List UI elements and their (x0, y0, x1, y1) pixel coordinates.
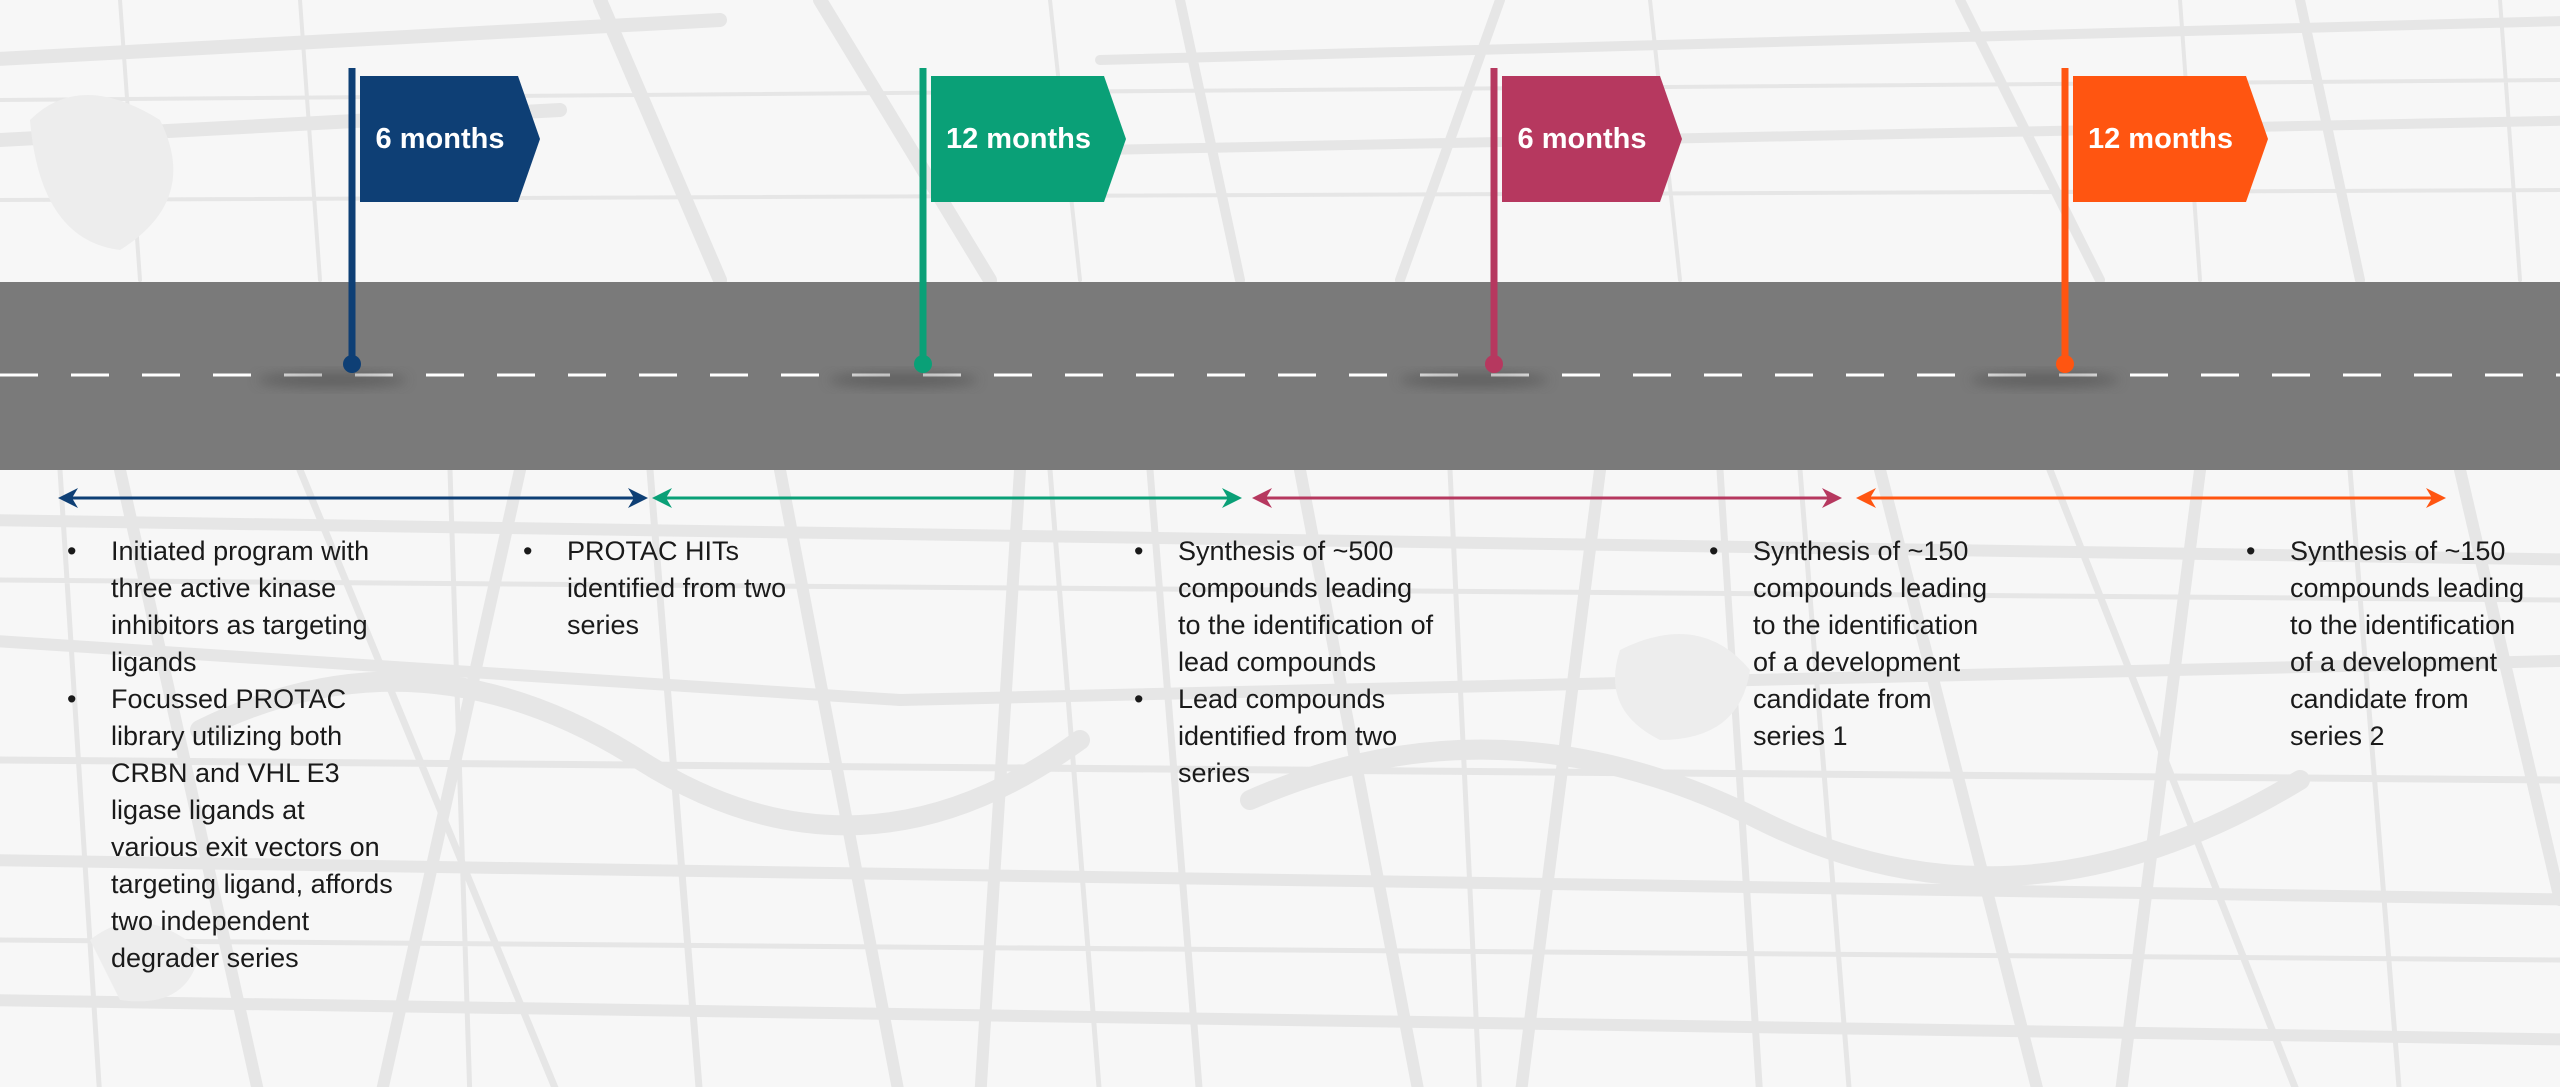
flag-pole-2 (919, 68, 927, 364)
pole-shadow-2 (828, 373, 978, 387)
flag-banner-4 (2073, 76, 2268, 202)
timeline-arrow-left-head-4 (1856, 488, 1876, 508)
pole-base-3 (1485, 355, 1503, 373)
list-item: •PROTAC HITs identified from two series (523, 536, 787, 640)
flag-label-phase-4: 12 months (2087, 123, 2234, 155)
timeline-arrow-right-head-3 (1822, 488, 1842, 508)
pole-base-1 (343, 355, 361, 373)
list-item: •Focussed PROTAC library utilizing both … (67, 684, 393, 973)
pole-shadow-1 (257, 373, 407, 387)
flag-banner-2 (931, 76, 1126, 202)
timeline-arrow-left-head-2 (652, 488, 672, 508)
flag-label-phase-2: 12 months (945, 123, 1092, 155)
phase-2-notes: •PROTAC HITs identified from two series (520, 533, 840, 644)
pole-shadow-3 (1399, 373, 1549, 387)
pole-base-4 (2056, 355, 2074, 373)
timeline-arrow-right-head-1 (628, 488, 648, 508)
pole-base-2 (914, 355, 932, 373)
list-item: •Synthesis of ~150 compounds leading to … (2246, 536, 2525, 751)
timeline-arrow-left-head-3 (1252, 488, 1272, 508)
list-item: •Synthesis of ~150 compounds leading to … (1709, 536, 1988, 751)
timeline-arrow-right-head-4 (2426, 488, 2446, 508)
flag-banner-1 (360, 76, 540, 202)
flag-label-phase-1: 6 months (375, 123, 505, 155)
phase-1-notes: •Initiated program with three active kin… (64, 533, 394, 977)
timeline-arrow-right-head-2 (1222, 488, 1242, 508)
flag-pole-3 (1490, 68, 1498, 364)
flag-label-phase-3: 6 months (1517, 123, 1647, 155)
list-item: •Synthesis of ~500 compounds leading to … (1134, 536, 1434, 677)
timeline-arrow-left-head-1 (58, 488, 78, 508)
phase-3-notes: •Synthesis of ~500 compounds leading to … (1131, 533, 1441, 792)
list-item: •Initiated program with three active kin… (67, 536, 370, 677)
final-notes: •Synthesis of ~150 compounds leading to … (2243, 533, 2533, 755)
flag-pole-4 (2061, 68, 2069, 364)
flag-pole-1 (348, 68, 356, 364)
phase-4-notes: •Synthesis of ~150 compounds leading to … (1706, 533, 2006, 755)
flag-banner-3 (1502, 76, 1682, 202)
list-item: •Lead compounds identified from two seri… (1134, 684, 1398, 788)
pole-shadow-4 (1970, 373, 2120, 387)
